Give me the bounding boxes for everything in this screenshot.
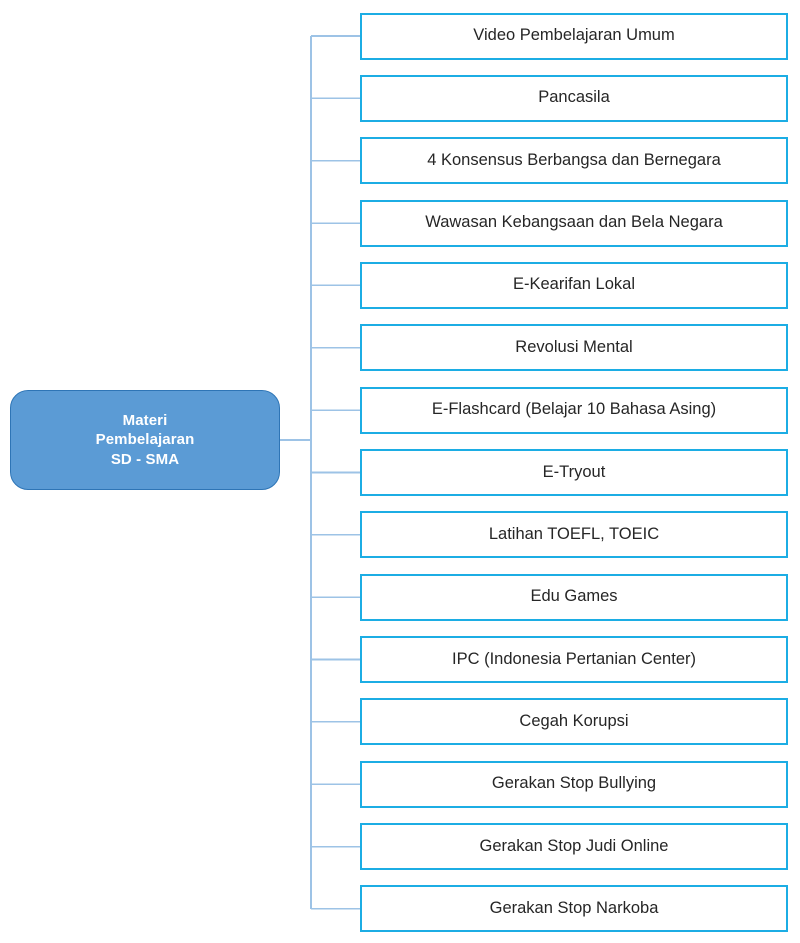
leaf-node-1[interactable]: Video Pembelajaran Umum [360,12,788,60]
leaf-node-4[interactable]: Wawasan Kebangsaan dan Bela Negara [360,199,788,247]
leaf-node-15[interactable]: Gerakan Stop Narkoba [360,885,788,933]
leaf-node-5[interactable]: E-Kearifan Lokal [360,261,788,309]
leaf-node-10[interactable]: Edu Games [360,573,788,621]
leaf-node-label: Pancasila [538,88,610,107]
leaf-node-label: E-Flashcard (Belajar 10 Bahasa Asing) [431,400,717,419]
leaf-node-7[interactable]: E-Flashcard (Belajar 10 Bahasa Asing) [360,386,788,434]
leaf-node-13[interactable]: Gerakan Stop Bullying [360,760,788,808]
leaf-node-label: Latihan TOEFL, TOEIC [488,524,660,543]
leaf-node-label: Gerakan Stop Bullying [491,774,657,793]
leaf-node-3[interactable]: 4 Konsensus Berbangsa dan Bernegara [360,137,788,185]
leaf-node-label: E-Kearifan Lokal [513,275,635,294]
leaf-node-11[interactable]: IPC (Indonesia Pertanian Center) [360,636,788,683]
leaf-node-label: Cegah Korupsi [519,711,629,730]
leaf-node-label: 4 Konsensus Berbangsa dan Bernegara [427,150,721,169]
leaf-node-8[interactable]: E-Tryout [360,448,788,496]
leaf-node-12[interactable]: Cegah Korupsi [360,698,788,746]
leaf-node-label: Gerakan Stop Narkoba [489,898,659,917]
leaf-node-label: Video Pembelajaran Umum [473,26,675,45]
leaf-node-label: Wawasan Kebangsaan dan Bela Negara [425,213,723,232]
leaf-node-label: E-Tryout [542,462,606,481]
root-node[interactable]: Materi Pembelajaran SD - SMA [10,390,280,490]
leaf-node-label: Edu Games [530,587,618,606]
root-node-label: Materi Pembelajaran SD - SMA [95,412,195,468]
leaf-node-2[interactable]: Pancasila [360,74,788,122]
leaf-node-label: Gerakan Stop Judi Online [479,836,669,855]
leaf-node-label: Revolusi Mental [515,337,633,356]
leaf-node-label: IPC (Indonesia Pertanian Center) [452,649,696,668]
leaf-node-14[interactable]: Gerakan Stop Judi Online [360,823,788,871]
leaf-node-6[interactable]: Revolusi Mental [360,324,788,372]
leaf-node-9[interactable]: Latihan TOEFL, TOEIC [360,511,788,559]
